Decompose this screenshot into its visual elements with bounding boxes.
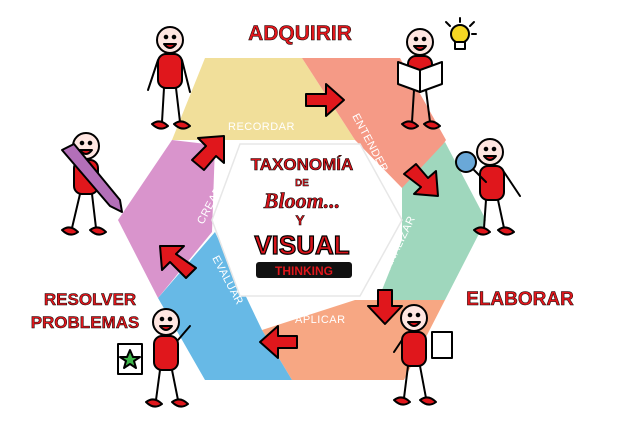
lightbulb-icon — [445, 17, 477, 50]
figure-top-right — [397, 17, 477, 130]
title-taxonomia: TAXONOMÍA — [251, 155, 354, 174]
figure-left — [61, 132, 123, 236]
label-recordar: RECORDAR — [228, 121, 295, 133]
arrows — [159, 83, 439, 359]
star-paper-icon — [117, 343, 143, 375]
heading-resolver: RESOLVER — [44, 290, 136, 309]
title-y: Y — [295, 212, 305, 228]
pencil-icon — [61, 143, 123, 213]
heading-adquirir: ADQUIRIR — [248, 22, 352, 45]
heading-problemas: PROBLEMAS — [31, 313, 140, 332]
figure-bottom-right — [393, 304, 453, 406]
segment-analizar — [378, 142, 486, 300]
heading-elaborar: ELABORAR — [466, 289, 574, 310]
arrow-aplicar-to-evaluar — [259, 325, 298, 359]
label-aplicar: APLICAR — [295, 314, 346, 326]
center-title: TAXONOMÍA DE Bloom... Y VISUAL THINKING — [250, 155, 354, 278]
title-bloom: Bloom... — [263, 188, 340, 213]
title-thinking: THINKING — [275, 264, 333, 278]
segment-aplicar — [262, 300, 445, 380]
segment-entender — [302, 58, 446, 188]
segment-recordar — [172, 58, 355, 140]
title-visual: VISUAL — [254, 230, 349, 260]
arrow-recordar-to-entender — [305, 83, 345, 117]
arrow-crear-to-recordar — [191, 135, 225, 171]
center-hexagon — [211, 143, 403, 297]
paper-icon — [431, 331, 453, 359]
magnifier-icon — [455, 151, 487, 183]
figure-right — [455, 138, 521, 236]
figure-bottom-left — [117, 308, 191, 408]
arrow-evaluar-to-crear — [159, 245, 197, 279]
segment-crear — [118, 140, 215, 298]
hexagon — [118, 58, 486, 380]
title-de: DE — [295, 178, 309, 189]
arrow-entender-to-analizar — [403, 163, 439, 197]
arrow-analizar-to-aplicar — [367, 289, 403, 325]
thinking-banner — [256, 262, 352, 278]
figure-top-left — [147, 26, 191, 130]
